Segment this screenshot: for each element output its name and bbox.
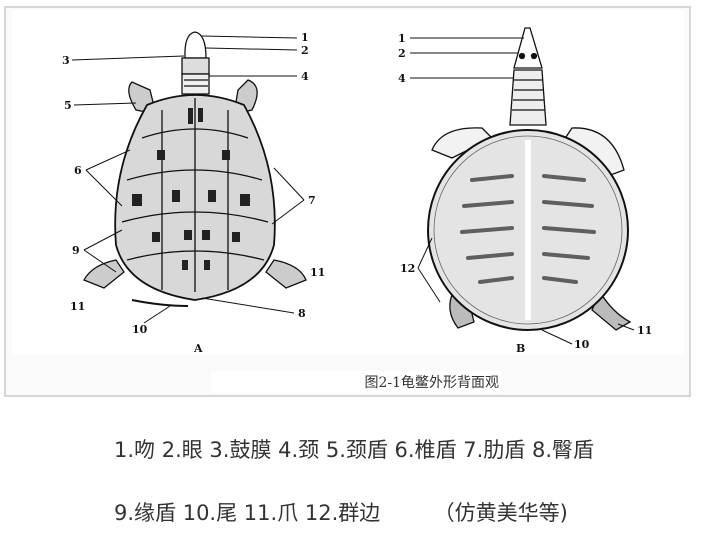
callout-8: 8	[298, 307, 306, 320]
callout-11-right: 11	[310, 266, 325, 279]
callout-b-4: 4	[398, 72, 406, 85]
panel-a-tortoise	[71, 31, 307, 324]
panel-b-label: B	[516, 342, 525, 355]
panel-b-callout-labels: 1 2 4 10 11 12 B	[398, 32, 652, 355]
callout-2: 2	[301, 44, 309, 57]
callout-11-left: 11	[70, 300, 85, 313]
panel-b-softshell-turtle	[410, 27, 635, 345]
callout-b-10: 10	[574, 338, 590, 351]
callout-b-2: 2	[398, 47, 406, 60]
callout-5: 5	[64, 99, 72, 112]
callout-7: 7	[308, 194, 316, 207]
callout-4: 4	[301, 70, 309, 83]
turtle-illustration: 1 2 3 4 5 6 7 8 9 10 11 11 A	[12, 10, 684, 355]
callout-6: 6	[74, 164, 82, 177]
caption-bar: 图2-1龟鳖外形背面观	[211, 371, 501, 393]
legend-line-1: 1.吻 2.眼 3.鼓膜 4.颈 5.颈盾 6.椎盾 7.肋盾 8.臀盾	[114, 438, 595, 462]
legend-line-2: 9.缘盾 10.尾 11.爪 12.群边 （仿黄美华等)	[114, 501, 568, 525]
callout-b-11: 11	[637, 324, 652, 337]
callout-b-1: 1	[398, 32, 406, 45]
callout-1: 1	[301, 31, 309, 44]
panel-a-callout-labels: 1 2 3 4 5 6 7 8 9 10 11 11 A	[62, 31, 325, 355]
callout-3: 3	[62, 54, 70, 67]
callout-b-12: 12	[400, 262, 415, 275]
figure-caption: 图2-1龟鳖外形背面观	[364, 375, 499, 391]
callout-10: 10	[132, 323, 148, 336]
figure-frame: 1 2 3 4 5 6 7 8 9 10 11 11 A	[4, 6, 691, 397]
callout-9: 9	[72, 244, 80, 257]
turtle-drawings-svg: 1 2 3 4 5 6 7 8 9 10 11 11 A	[62, 27, 652, 355]
panel-a-label: A	[193, 342, 203, 355]
